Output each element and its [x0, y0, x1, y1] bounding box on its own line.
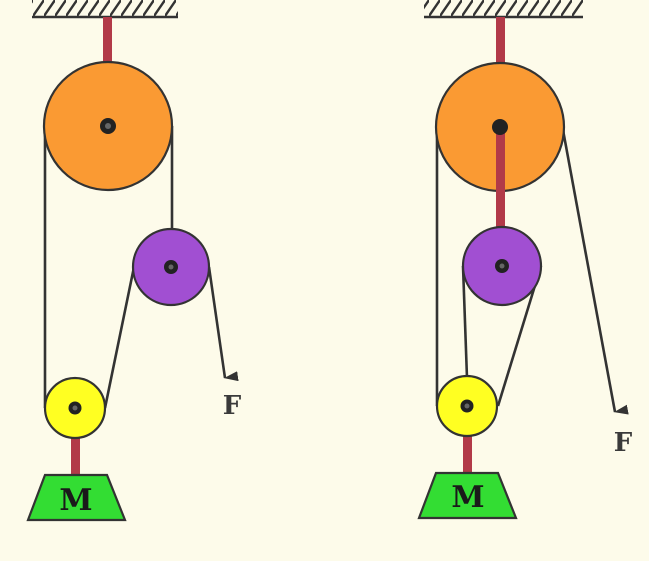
left-pulley-system: M F: [26, 0, 242, 522]
right-middle-pulley: [461, 225, 543, 307]
left-ceiling: [32, 0, 178, 19]
right-mass-label: M: [451, 480, 484, 515]
right-ceiling: [424, 0, 583, 19]
left-mass-block: [26, 473, 127, 522]
right-hanger-rod: [463, 406, 472, 476]
right-small-pulley: [435, 374, 499, 438]
right-connecting-rod: [496, 127, 505, 267]
left-force-arrow: [207, 266, 239, 382]
left-large-pulley: [42, 60, 174, 192]
left-middle-pulley: [131, 227, 211, 307]
right-large-pulley-axle: [492, 119, 508, 135]
left-force-label: F: [223, 391, 242, 421]
right-force-label: F: [614, 428, 633, 458]
right-pulley-system: M F: [417, 0, 633, 520]
right-ropes: [435, 127, 629, 415]
left-hanger-rod: [71, 408, 80, 478]
right-mass-block: [417, 471, 518, 520]
right-force-arrow: [561, 129, 629, 415]
left-mass-label: M: [59, 483, 92, 518]
left-small-pulley: [43, 376, 107, 440]
